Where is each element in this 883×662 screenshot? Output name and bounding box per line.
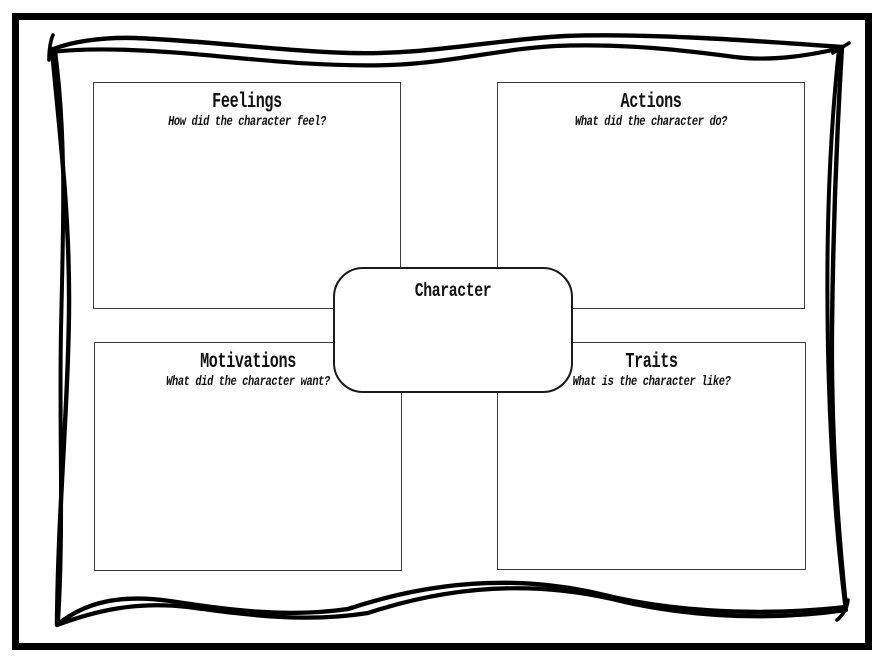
center-character-box: Character bbox=[333, 267, 573, 393]
quadrant-motivations-prompt: What did the character want? bbox=[166, 374, 330, 390]
quadrant-traits-title: Traits bbox=[625, 351, 678, 374]
quadrant-traits-prompt: What is the character like? bbox=[572, 374, 731, 390]
outer-border-rect bbox=[12, 13, 872, 650]
quadrant-motivations-title: Motivations bbox=[200, 351, 296, 374]
quadrant-feelings-prompt: How did the character feel? bbox=[168, 114, 326, 130]
quadrant-feelings-title: Feelings bbox=[212, 91, 282, 114]
quadrant-actions-prompt: What did the character do? bbox=[574, 114, 728, 130]
center-character-label: Character bbox=[414, 280, 492, 302]
quadrant-actions-title: Actions bbox=[620, 91, 682, 114]
